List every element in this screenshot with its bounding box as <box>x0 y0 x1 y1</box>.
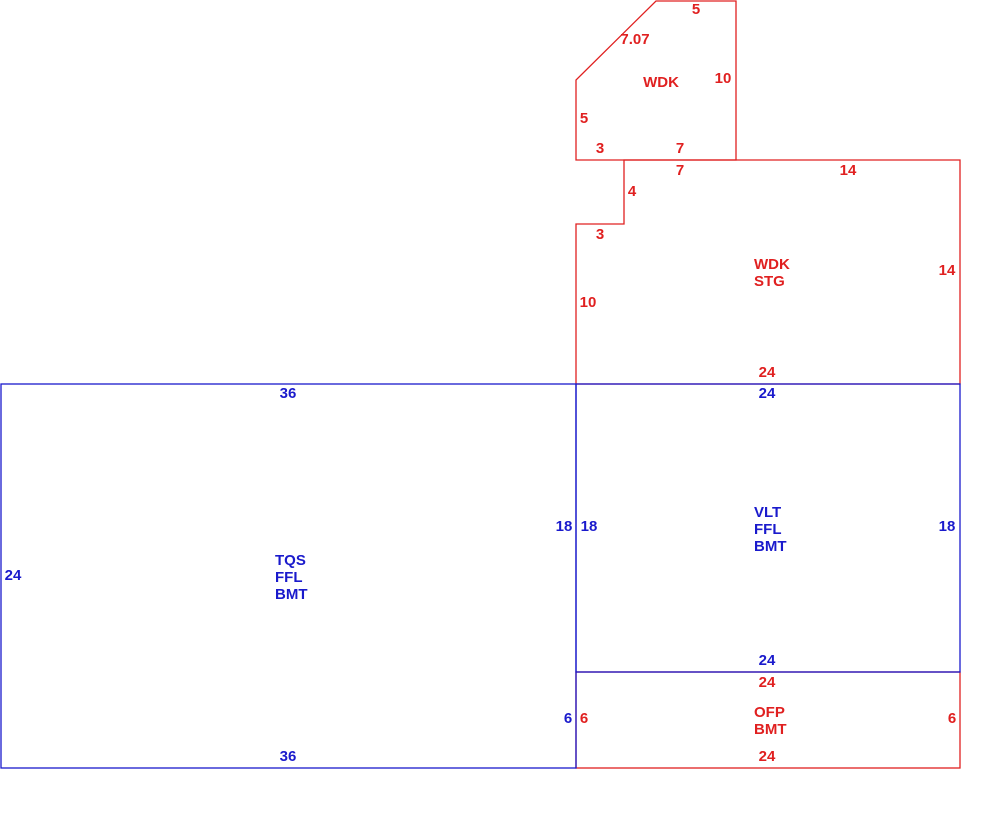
wdk-stg-dim-top: 14 <box>840 162 857 179</box>
tqs-code-3: BMT <box>275 586 308 603</box>
tqs-dim-right-upper: 18 <box>556 518 573 535</box>
wdk-stg-dim-left: 10 <box>580 294 597 311</box>
tqs-code-1: TQS <box>275 552 306 569</box>
tqs-dim-top: 36 <box>280 385 297 402</box>
vlt-dim-left: 18 <box>581 518 598 535</box>
wdk-upper-dim-top: 5 <box>692 1 700 18</box>
vlt-dim-top: 24 <box>759 385 776 402</box>
ofp-dim-bottom: 24 <box>759 748 776 765</box>
vlt-dim-right: 18 <box>939 518 956 535</box>
vlt-dim-bottom: 24 <box>759 652 776 669</box>
ofp-dim-right: 6 <box>948 710 956 727</box>
wdk-upper-dim-diagonal: 7.07 <box>620 31 649 48</box>
wdk-stg-dim-notch-vertical: 4 <box>628 183 637 200</box>
wdk-upper-dim-right: 10 <box>715 70 732 87</box>
tqs-code-2: FFL <box>275 569 303 586</box>
ofp-code-2: BMT <box>754 721 787 738</box>
vlt-outline <box>575 383 961 673</box>
ofp-dim-top: 24 <box>759 674 776 691</box>
ofp-code-1: OFP <box>754 704 785 721</box>
wdk-stg-dim-bottom: 24 <box>759 364 776 381</box>
vlt-code-1: VLT <box>754 504 781 521</box>
ofp-dim-left: 6 <box>580 710 588 727</box>
tqs-dim-left: 24 <box>5 567 22 584</box>
wdk-upper-dim-bottom: 7 <box>676 140 684 157</box>
tqs-dim-bottom: 36 <box>280 748 297 765</box>
wdk-upper-code: WDK <box>643 74 679 91</box>
wdk-stg-dim-right: 14 <box>939 262 956 279</box>
wdk-upper-dim-left: 5 <box>580 110 588 127</box>
wdk-stg-code-2: STG <box>754 273 785 290</box>
tqs-dim-right-lower: 6 <box>564 710 572 727</box>
vlt-code-3: BMT <box>754 538 787 555</box>
wdk-stg-dim-notch-horizontal: 3 <box>596 226 604 243</box>
wdk-upper-dim-bottom-left: 3 <box>596 140 604 157</box>
wdk-stg-dim-top-left: 7 <box>676 162 684 179</box>
vlt-code-2: FFL <box>754 521 782 538</box>
wdk-stg-code-1: WDK <box>754 256 790 273</box>
